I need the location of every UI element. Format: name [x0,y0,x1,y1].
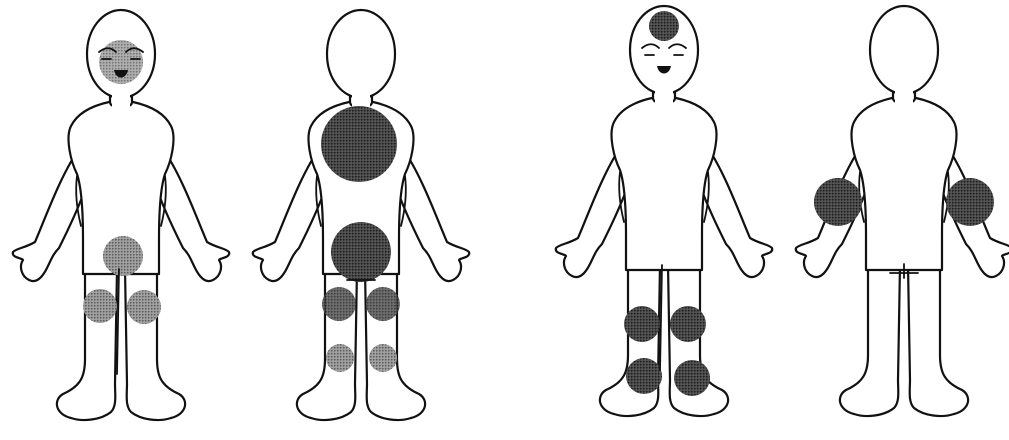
spot-right-thigh [366,287,400,321]
spot-left-thigh [83,289,117,323]
spot-right-elbow [946,178,994,226]
spot-right-thigh [127,290,161,324]
spot-right-knee [670,306,706,342]
spot-left-elbow [814,178,862,226]
figure-back-4 [796,6,1009,416]
spot-right-ankle [674,360,710,396]
figure-front-1 [13,10,229,420]
spot-lower-abdomen [103,236,143,276]
spot-left-knee [624,306,660,342]
spot-left-ankle [626,358,662,394]
spot-groin [331,222,391,282]
spot-chest [321,106,397,182]
spot-right-shin [369,344,397,372]
spot-left-thigh [322,287,356,321]
spot-left-shin [326,344,354,372]
figure-front-3 [556,6,772,416]
figure-front-2 [253,10,469,420]
body-outline [253,10,469,420]
spot-forehead [649,11,679,41]
